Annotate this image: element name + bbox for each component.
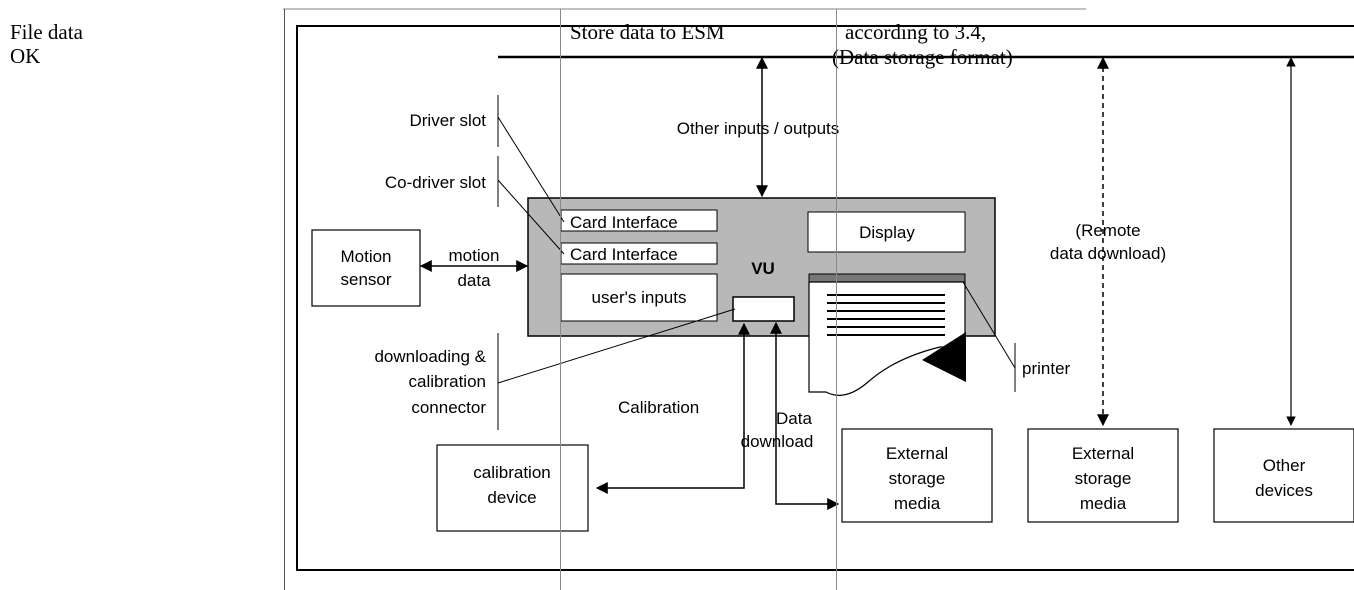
data-download-label-1: Data [776, 409, 812, 428]
connector-label-1: downloading & [374, 347, 486, 366]
format-heading: (Data storage format) [832, 45, 1013, 69]
vu-label: VU [751, 259, 775, 278]
connector-port [732, 296, 795, 322]
calibration-label: Calibration [618, 398, 699, 417]
remote-download-label-1: (Remote [1075, 221, 1140, 240]
driver-slot-label: Driver slot [409, 111, 486, 130]
other-devices-label-2: devices [1255, 481, 1313, 500]
remote-download-label-2: data download) [1050, 244, 1166, 263]
printer-leader [962, 281, 1016, 369]
other-devices-box [1213, 428, 1354, 523]
co-driver-slot-leader [497, 179, 565, 255]
calibration-device-box [436, 444, 589, 532]
printer-graphic [808, 273, 966, 396]
esm-2-label-1: External [1072, 444, 1134, 463]
motion-data-label-1: motion [448, 246, 499, 265]
calibration-device-label-2: device [487, 488, 536, 507]
data-download-label-2: download [741, 432, 814, 451]
diagram-frame [296, 25, 1354, 571]
connector-label-2: calibration [409, 372, 487, 391]
co-driver-slot-label: Co-driver slot [385, 173, 486, 192]
motion-sensor-label-2: sensor [340, 270, 391, 289]
esm-2-label-2: storage [1075, 469, 1132, 488]
other-devices-label-1: Other [1263, 456, 1306, 475]
other-io-label: Other inputs / outputs [677, 119, 840, 138]
esm-1-label-1: External [886, 444, 948, 463]
motion-sensor-box [311, 229, 421, 307]
status-line-1: File data [10, 20, 83, 44]
store-data-heading: Store data to ESM [570, 20, 725, 44]
esm-1-label-3: media [894, 494, 941, 513]
status-line-2: OK [10, 44, 41, 68]
esm-1-label-2: storage [889, 469, 946, 488]
card-interface-label-2: Card Interface [570, 245, 678, 264]
motion-data-label-2: data [457, 271, 491, 290]
connector-label-3: connector [411, 398, 486, 417]
calibration-device-label-1: calibration [473, 463, 551, 482]
motion-sensor-label-1: Motion [340, 247, 391, 266]
according-heading: according to 3.4, [845, 20, 987, 44]
status-cell: File data OK [10, 20, 83, 68]
data-download-arrow [770, 321, 840, 510]
esm-2-label-3: media [1080, 494, 1127, 513]
esm-box-1 [841, 428, 993, 523]
users-inputs-box [560, 273, 718, 322]
driver-slot-leader [497, 116, 565, 223]
display-box [807, 211, 966, 253]
esm-box-2 [1027, 428, 1179, 523]
card-interface-label-1: Card Interface [570, 213, 678, 232]
display-label: Display [859, 223, 915, 242]
calibration-arrow [595, 322, 750, 494]
users-inputs-label: user's inputs [592, 288, 687, 307]
printer-label: printer [1022, 359, 1071, 378]
